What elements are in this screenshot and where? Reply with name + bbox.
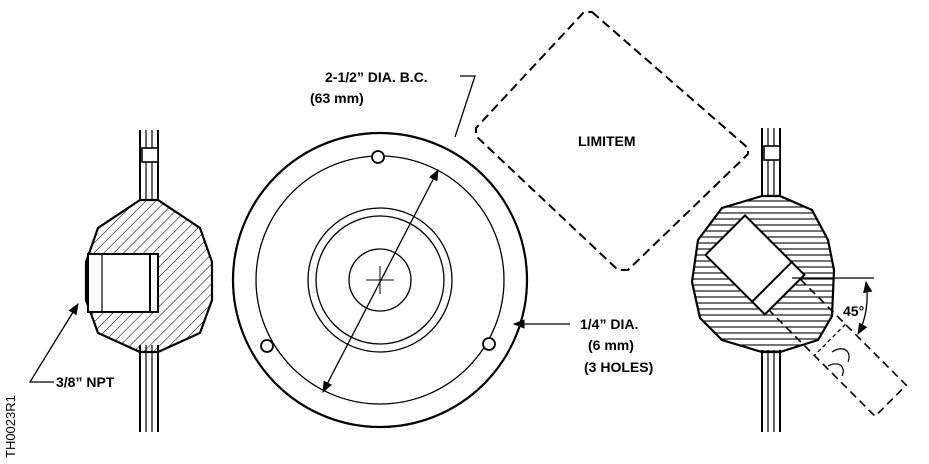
hole-count-label: (3 HOLES) (584, 359, 653, 375)
bolt-circle-metric-label: (63 mm) (310, 90, 364, 106)
hole-diameter-metric-label: (6 mm) (588, 337, 634, 353)
left-section-view (28, 130, 214, 432)
bolt-circle-label: 2-1/2” DIA. B.C. (325, 69, 428, 85)
bolt-hole-right (482, 337, 496, 351)
right-section-view (475, 11, 908, 432)
center-top-view (231, 75, 570, 429)
drawing-code: TH0023R1 (3, 395, 18, 458)
hole-diameter-label: 1/4” DIA. (580, 316, 638, 332)
bolt-hole-top (371, 150, 385, 164)
angle-label: 45° (843, 303, 864, 319)
limitem-label: LIMITEM (578, 133, 636, 149)
bolt-hole-left (260, 339, 274, 353)
thread-size-label: 3/8” NPT (56, 374, 115, 390)
